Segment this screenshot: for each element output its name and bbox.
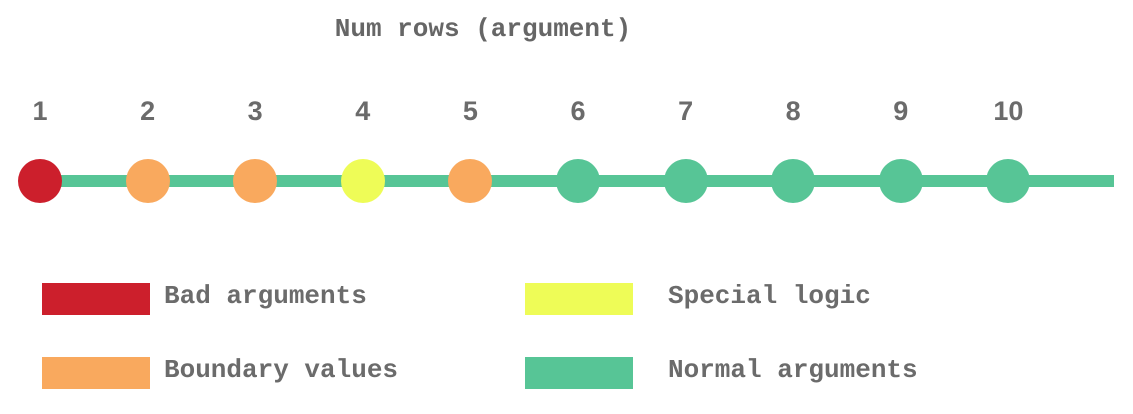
- point-label-10: 10: [993, 96, 1024, 126]
- point-marker-3: [233, 159, 278, 203]
- point-marker-7: [663, 159, 708, 203]
- legend-swatch-boundary: [42, 357, 150, 389]
- legend-label-normal: Normal arguments: [668, 355, 918, 385]
- point-label-2: 2: [140, 96, 156, 126]
- legend-label-boundary: Boundary values: [164, 355, 399, 385]
- legend-swatch-special: [525, 283, 633, 315]
- legend-label-bad: Bad arguments: [164, 281, 367, 311]
- point-marker-4: [340, 159, 385, 203]
- point-marker-10: [986, 159, 1031, 203]
- point-marker-1: [18, 159, 62, 203]
- diagram-title: Num rows (argument): [334, 14, 632, 44]
- point-marker-2: [125, 159, 170, 203]
- point-label-4: 4: [355, 96, 371, 126]
- point-label-6: 6: [570, 96, 586, 126]
- point-label-7: 7: [678, 96, 694, 126]
- point-marker-6: [556, 159, 600, 203]
- point-marker-9: [878, 159, 923, 203]
- point-marker-8: [771, 159, 816, 203]
- legend-swatch-bad: [42, 283, 150, 315]
- point-marker-5: [448, 159, 493, 203]
- legend-label-special: Special logic: [668, 281, 871, 311]
- point-label-1: 1: [32, 96, 48, 126]
- point-label-5: 5: [462, 96, 478, 126]
- point-label-3: 3: [247, 96, 263, 126]
- point-label-8: 8: [785, 96, 801, 126]
- legend-swatch-normal: [525, 357, 633, 389]
- point-label-9: 9: [893, 96, 909, 126]
